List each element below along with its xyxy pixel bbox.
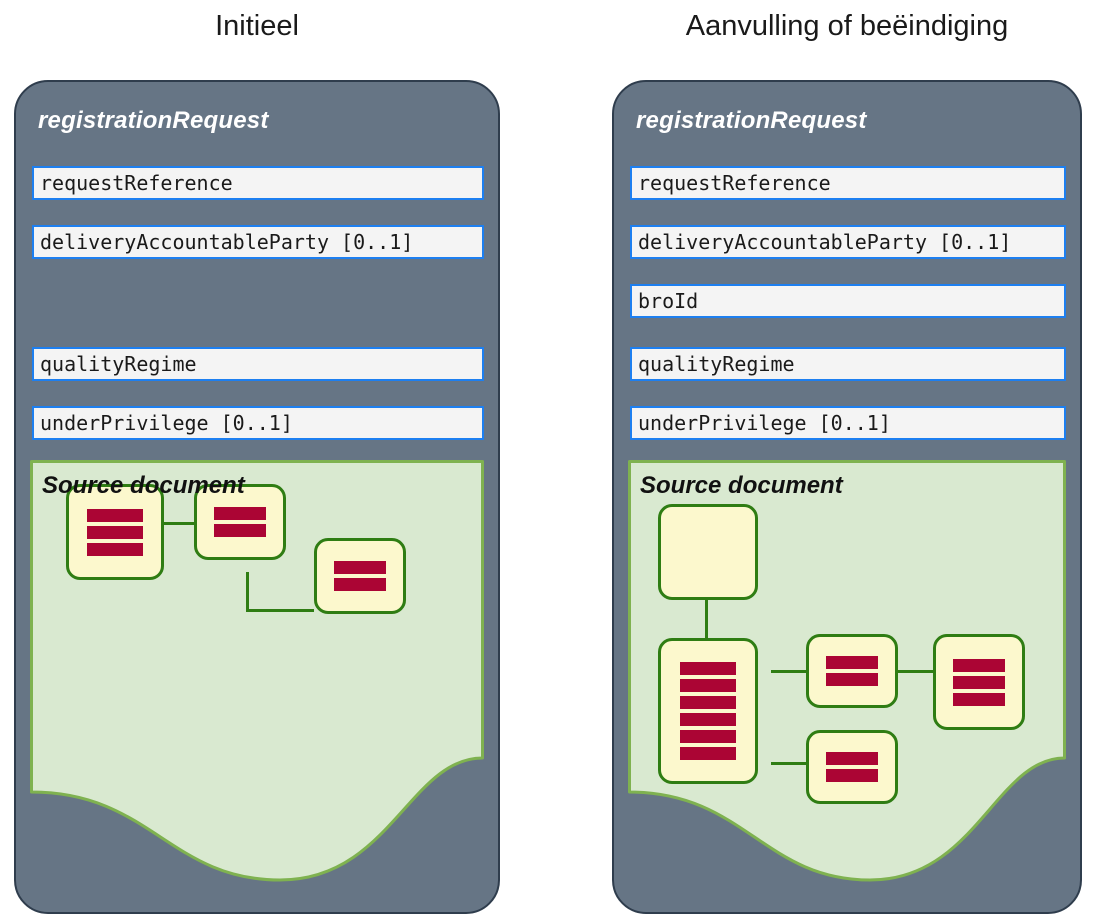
panel-title-registration-request: registrationRequest [38,107,269,134]
node-bar [826,752,878,765]
node-bar [214,507,266,520]
source-document-block-right: Source document [628,460,1066,912]
node-bar [214,524,266,537]
node-bar [953,692,1005,706]
field-quality-regime[interactable]: qualityRegime [32,347,484,381]
panel-initieel: registrationRequest requestReference del… [14,80,500,914]
field-under-privilege[interactable]: underPrivilege [0..1] [630,406,1066,440]
source-document-label: Source document [42,472,245,499]
node-left-2[interactable] [194,484,286,560]
source-document-label: Source document [640,472,843,499]
connector-n2-n3-vertical [246,572,249,612]
node-bar [87,525,143,539]
node-bar [679,662,737,675]
field-placeholder-empty [32,284,484,318]
connector-m0-m1 [705,596,708,640]
node-bar [334,561,386,574]
connector-n1-n2 [164,522,194,525]
node-bar [679,679,737,692]
column-title-initieel: Initieel [215,10,299,42]
node-bar [953,658,1005,672]
connector-n2-n3-horizontal [246,609,314,612]
panel-aanvulling: registrationRequest requestReference del… [612,80,1082,914]
node-bar [87,542,143,556]
node-bar [826,673,878,686]
node-right-1[interactable] [658,638,758,784]
node-bar [826,656,878,669]
connector-m2-m3 [897,670,933,673]
node-bar [334,578,386,591]
source-document-diagram-left [30,460,484,912]
node-bar [679,730,737,743]
connector-m1-m4 [771,762,807,765]
node-right-4[interactable] [806,730,898,804]
field-request-reference[interactable]: requestReference [32,166,484,200]
node-bar [826,769,878,782]
field-delivery-accountable-party[interactable]: deliveryAccountableParty [0..1] [630,225,1066,259]
source-document-diagram-right [628,460,1066,912]
node-right-2[interactable] [806,634,898,708]
node-left-3[interactable] [314,538,406,614]
node-bar [679,747,737,760]
column-title-aanvulling: Aanvulling of beëindiging [685,10,1009,42]
node-bar [679,713,737,726]
node-right-0[interactable] [658,504,758,600]
node-bar [953,675,1005,689]
field-request-reference[interactable]: requestReference [630,166,1066,200]
node-left-1[interactable] [66,484,164,580]
field-quality-regime[interactable]: qualityRegime [630,347,1066,381]
panel-title-registration-request: registrationRequest [636,107,867,134]
field-delivery-accountable-party[interactable]: deliveryAccountableParty [0..1] [32,225,484,259]
field-under-privilege[interactable]: underPrivilege [0..1] [32,406,484,440]
connector-m1-m2 [771,670,807,673]
node-right-3[interactable] [933,634,1025,730]
node-bar [87,508,143,522]
source-document-block-left: Source document [30,460,484,912]
node-bar [679,696,737,709]
field-bro-id[interactable]: broId [630,284,1066,318]
